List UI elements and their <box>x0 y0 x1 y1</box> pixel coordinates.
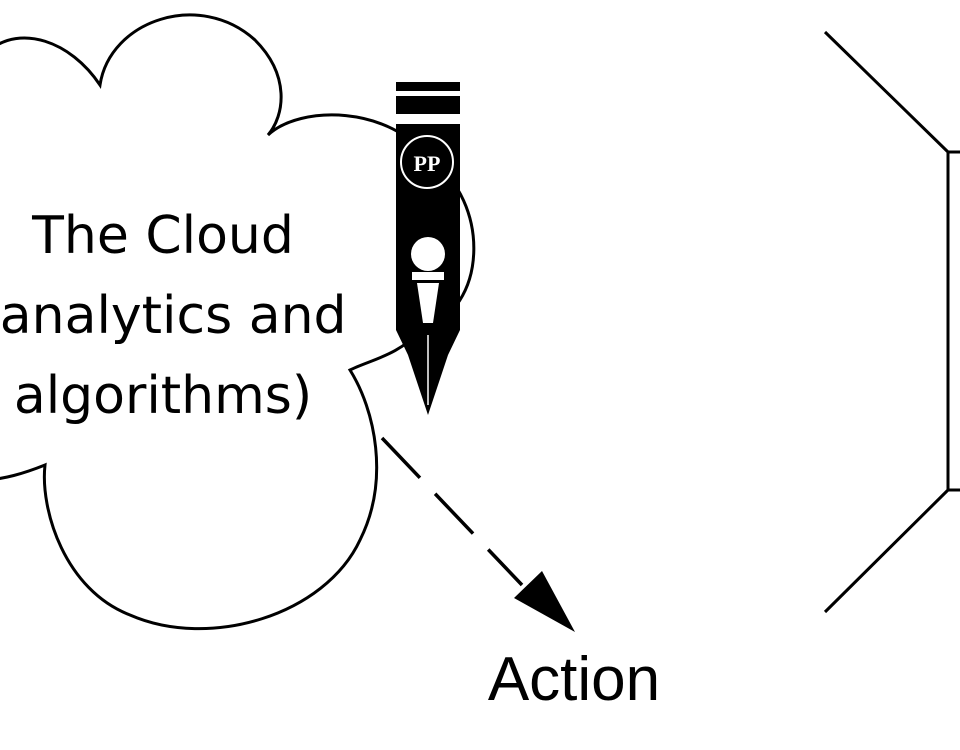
cloud-text-line-1: The Cloud <box>31 206 294 266</box>
pen-with-microphone-icon: PP <box>396 82 460 415</box>
cloud-text-line-2: (analytics and <box>0 286 347 346</box>
action-label: Action <box>488 645 660 714</box>
hexagon-shape <box>823 30 960 614</box>
dashed-arrow <box>380 436 575 632</box>
cloud-text-line-3: algorithms) <box>14 366 312 426</box>
pp-logo-letters: PP <box>414 151 441 176</box>
microphone-icon <box>411 237 445 323</box>
pp-logo-icon <box>400 135 454 189</box>
